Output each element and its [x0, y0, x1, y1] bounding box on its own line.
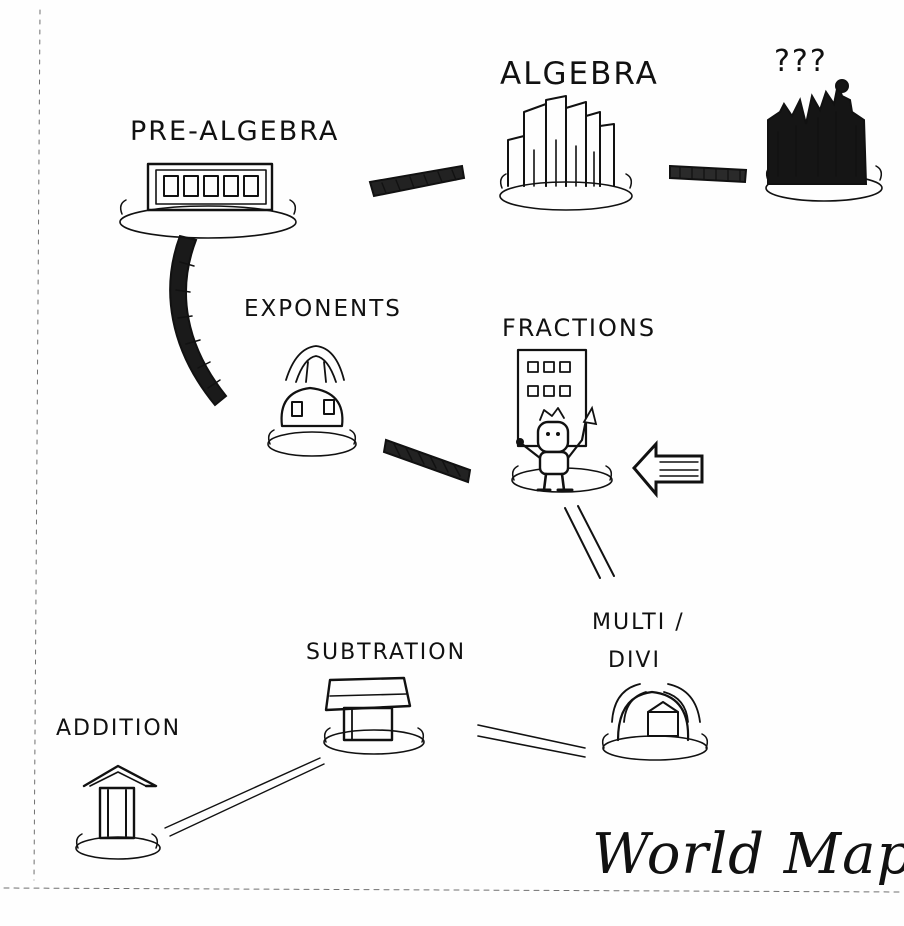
label-exponents: EXPONENTS	[244, 296, 402, 322]
path-exponents-prealgebra[interactable]	[169, 234, 228, 407]
label-subtraction: SUBTRATION	[306, 640, 467, 665]
node-subtraction[interactable]	[323, 676, 425, 755]
label-algebra: ALGEBRA	[500, 56, 659, 92]
node-unknown[interactable]	[765, 79, 883, 202]
node-prealgebra[interactable]	[119, 162, 297, 239]
label-unknown: ???	[774, 44, 828, 79]
path-multidivi-fractions[interactable]	[564, 505, 615, 579]
player-character-icon[interactable]	[516, 405, 598, 492]
label-fractions: FRACTIONS	[502, 314, 657, 342]
node-fractions[interactable]	[511, 348, 613, 493]
house-icon	[82, 764, 158, 840]
node-addition[interactable]	[75, 764, 161, 860]
label-multidivi-line1: MULTI /	[592, 610, 685, 635]
node-exponents[interactable]	[267, 345, 357, 457]
dome-icon	[611, 683, 701, 742]
node-multidivi[interactable]	[601, 683, 709, 761]
city-icon	[507, 95, 615, 187]
map-title: World Map	[592, 822, 904, 887]
dome-icon	[280, 345, 345, 428]
castle-icon	[324, 676, 412, 742]
label-addition: ADDITION	[56, 716, 182, 741]
path-subtraction-multidivi[interactable]	[477, 724, 586, 758]
path-algebra-unknown[interactable]	[669, 164, 748, 184]
arrow-left-icon	[632, 440, 704, 499]
castle-icon	[146, 162, 274, 212]
dark-city-icon	[767, 79, 868, 185]
node-algebra[interactable]	[499, 95, 633, 211]
label-multidivi-line2: DIVI	[608, 648, 661, 673]
path-fractions-exponents[interactable]	[382, 438, 472, 484]
path-prealgebra-algebra[interactable]	[368, 164, 466, 198]
label-prealgebra: PRE-ALGEBRA	[130, 116, 340, 147]
path-addition-subtraction[interactable]	[164, 757, 325, 837]
